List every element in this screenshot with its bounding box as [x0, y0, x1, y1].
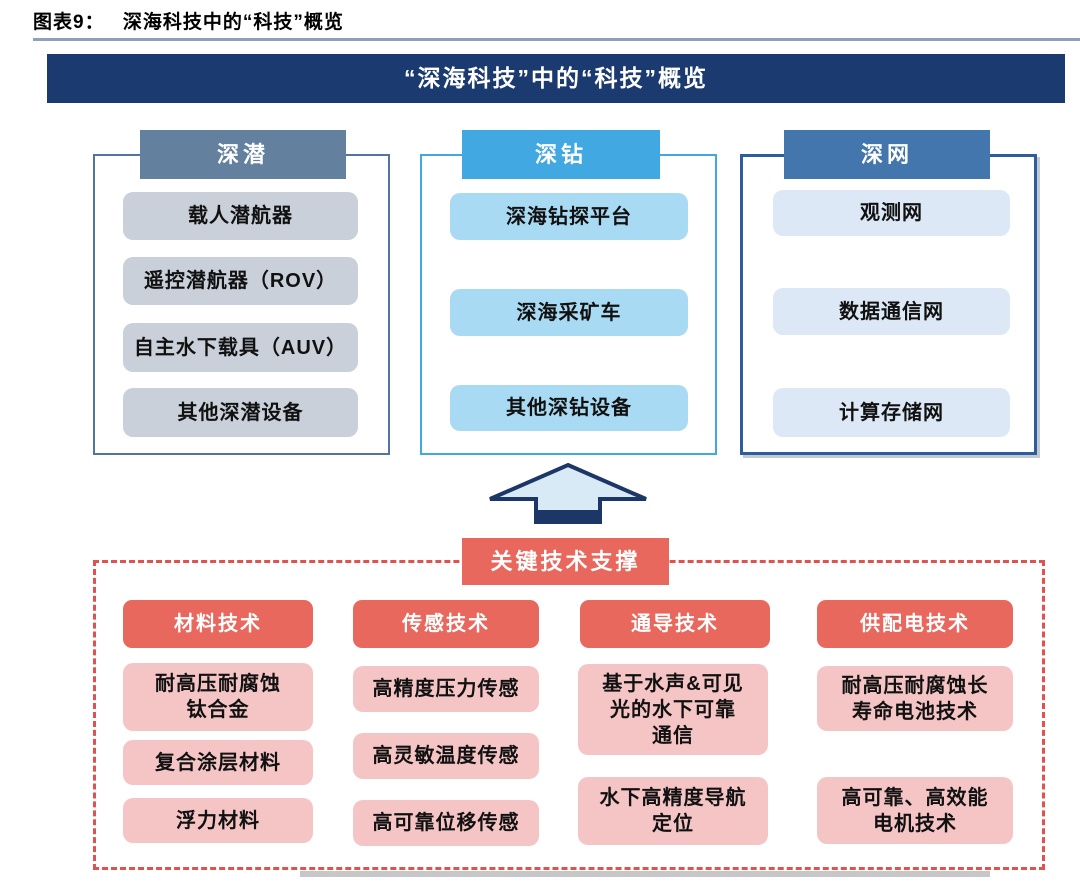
material-tech-header: 材料技术	[123, 600, 313, 648]
figure-number: 图表9：	[33, 12, 105, 33]
caption-underline	[33, 38, 1080, 41]
figure-title-text: 深海科技中的“科技”概览	[122, 12, 344, 33]
deep-dive-item: 载人潜航器	[123, 192, 358, 240]
deep-network-header: 深网	[784, 130, 990, 179]
deep-drill-item: 其他深钻设备	[450, 385, 688, 431]
power-tech-header: 供配电技术	[817, 600, 1013, 648]
deep-drill-item: 深海采矿车	[450, 289, 688, 336]
comm-nav-tech-item: 基于水声&可见 光的水下可靠 通信	[578, 664, 768, 755]
deep-drill-header: 深钻	[462, 130, 660, 179]
deep-dive-header: 深潜	[140, 130, 346, 179]
comm-nav-tech-header: 通导技术	[580, 600, 770, 648]
key-tech-support-label: 关键技术支撑	[462, 538, 669, 585]
sensing-tech-item: 高灵敏温度传感	[353, 733, 539, 779]
deep-dive-item: 其他深潜设备	[123, 388, 358, 437]
diagram-banner-title: “深海科技”中的“科技”概览	[47, 54, 1065, 103]
box-shadow-strip	[300, 871, 990, 877]
deep-drill-item: 深海钻探平台	[450, 193, 688, 240]
deep-network-item: 观测网	[773, 190, 1010, 236]
sensing-tech-item: 高精度压力传感	[353, 666, 539, 712]
power-tech-item: 耐高压耐腐蚀长 寿命电池技术	[817, 666, 1013, 731]
deep-network-item: 计算存储网	[773, 388, 1010, 437]
material-tech-item: 耐高压耐腐蚀 钛合金	[123, 663, 313, 731]
comm-nav-tech-item: 水下高精度导航 定位	[578, 777, 768, 845]
deep-dive-item: 遥控潜航器（ROV）	[123, 257, 358, 305]
power-tech-item: 高可靠、高效能 电机技术	[817, 777, 1013, 844]
deep-dive-item: 自主水下载具（AUV）	[123, 323, 358, 372]
figure-caption: 图表9： 深海科技中的“科技”概览	[33, 7, 344, 34]
material-tech-item: 复合涂层材料	[123, 740, 313, 785]
deep-network-item: 数据通信网	[773, 288, 1010, 335]
up-arrow-icon	[489, 462, 647, 524]
sensing-tech-header: 传感技术	[353, 600, 539, 648]
sensing-tech-item: 高可靠位移传感	[353, 800, 539, 846]
material-tech-item: 浮力材料	[123, 798, 313, 843]
